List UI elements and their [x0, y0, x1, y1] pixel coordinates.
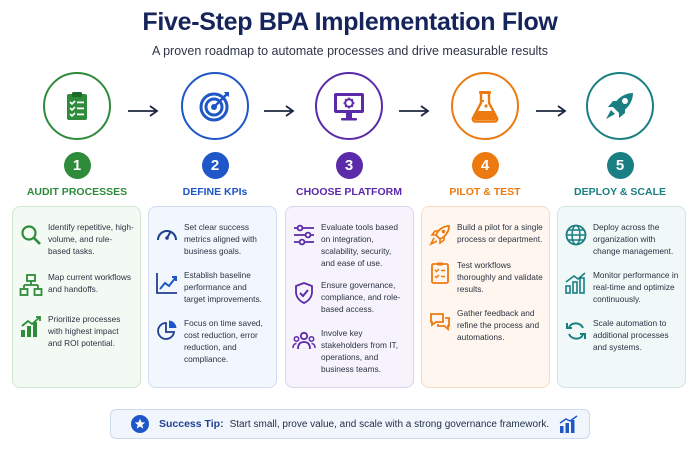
step-2-card: Set clear success metrics aligned with b…: [148, 206, 277, 388]
shield-check-icon: [295, 282, 313, 304]
globe-icon: [565, 224, 587, 246]
bar-chart-icon: [559, 415, 578, 433]
item-text: Evaluate tools based on integration, sca…: [321, 222, 399, 268]
step-2-number: 2: [201, 152, 229, 179]
step-5-circle: [586, 72, 654, 140]
step-2-header: 2 DEFINE KPIs: [150, 72, 280, 198]
impact-chart-icon: [21, 316, 41, 337]
arrow-right-icon: [264, 105, 295, 117]
list-item: Set clear success metrics aligned with b…: [155, 221, 270, 257]
list-item: Focus on time saved, cost reduction, err…: [155, 317, 270, 365]
step-5-header: 5 DEPLOY & SCALE: [555, 72, 685, 198]
item-text: Involve key stakeholders from IT, operat…: [321, 328, 399, 374]
list-item: Involve key stakeholders from IT, operat…: [292, 327, 407, 375]
page-subtitle: A proven roadmap to automate processes a…: [151, 44, 549, 58]
step-5-card: Deploy across the organization with chan…: [557, 206, 686, 388]
item-text: Establish baseline performance and targe…: [184, 270, 262, 304]
arrow-right-icon: [399, 105, 430, 117]
step-2-circle: [181, 72, 249, 140]
step-1-circle: [43, 72, 111, 140]
list-item: Test workflows thoroughly and validate r…: [428, 259, 543, 295]
list-item: Establish baseline performance and targe…: [155, 269, 270, 305]
arrow-right-icon: [128, 105, 159, 117]
step-4-header: 4 PILOT & TEST: [420, 72, 550, 198]
speedometer-icon: [157, 230, 177, 241]
rocket-small-icon: [429, 225, 450, 246]
flask-icon: [471, 91, 499, 123]
step-3-circle: [315, 72, 383, 140]
list-item: Deploy across the organization with chan…: [564, 221, 679, 257]
step-5-title: DEPLOY & SCALE: [574, 186, 666, 198]
item-text: Ensure governance, compliance, and role-…: [321, 280, 401, 314]
list-item: Scale automation to additional processes…: [564, 317, 679, 353]
stakeholders-icon: [292, 331, 316, 350]
item-text: Scale automation to additional processes…: [593, 318, 669, 352]
magnifier-icon: [21, 225, 41, 245]
item-text: Focus on time saved, cost reduction, err…: [184, 318, 263, 364]
step-1-header: 1 AUDIT PROCESSES: [12, 72, 142, 198]
monitor-gear-icon: [334, 93, 364, 121]
step-1-card: Identify repetitive, high-volume, and ru…: [12, 206, 141, 388]
step-4-title: PILOT & TEST: [449, 186, 521, 198]
list-item: Gather feedback and refine the process a…: [428, 307, 543, 343]
step-3-title: CHOOSE PLATFORM: [296, 186, 402, 198]
step-1-title: AUDIT PROCESSES: [26, 186, 128, 198]
growth-bars-icon: [565, 272, 586, 294]
clipboard-checklist-icon: [67, 92, 87, 120]
list-item: Build a pilot for a single process or de…: [428, 221, 543, 247]
sliders-icon: [294, 224, 314, 246]
item-text: Set clear success metrics aligned with b…: [184, 222, 257, 256]
star-badge-icon: [131, 415, 149, 433]
rocket-icon: [606, 93, 633, 119]
list-item: Ensure governance, compliance, and role-…: [292, 279, 407, 315]
trend-line-icon: [156, 273, 177, 294]
target-icon: [199, 92, 229, 122]
success-tip-banner: Success Tip: Start small, prove value, a…: [110, 409, 590, 439]
checklist-icon: [431, 262, 449, 284]
list-item: Identify repetitive, high-volume, and ru…: [19, 221, 134, 257]
step-4-card: Build a pilot for a single process or de…: [421, 206, 550, 388]
item-text: Identify repetitive, high-volume, and ru…: [48, 222, 134, 256]
step-3-card: Evaluate tools based on integration, sca…: [285, 206, 414, 388]
step-3-header: 3 CHOOSE PLATFORM: [284, 72, 414, 198]
list-item: Evaluate tools based on integration, sca…: [292, 221, 407, 269]
item-text: Prioritize processes with highest impact…: [48, 314, 121, 348]
item-text: Gather feedback and refine the process a…: [457, 308, 540, 342]
page-title: Five-Step BPA Implementation Flow: [142, 8, 558, 36]
item-text: Build a pilot for a single process or de…: [457, 222, 543, 244]
item-text: Deploy across the organization with chan…: [593, 222, 674, 256]
item-text: Monitor performance in real-time and opt…: [593, 270, 679, 304]
chat-bubble-icon: [430, 313, 450, 331]
list-item: Map current workflows and handoffs.: [19, 271, 134, 297]
step-1-number: 1: [63, 152, 91, 179]
step-3-number: 3: [335, 152, 363, 179]
list-item: Monitor performance in real-time and opt…: [564, 269, 679, 305]
step-4-number: 4: [471, 152, 499, 179]
tip-text: Start small, prove value, and scale with…: [229, 418, 550, 430]
workflow-diagram-icon: [19, 274, 43, 296]
step-4-circle: [451, 72, 519, 140]
list-item: Prioritize processes with highest impact…: [19, 313, 134, 349]
step-2-title: DEFINE KPIs: [182, 186, 248, 198]
pie-chart-icon: [157, 320, 177, 340]
tip-label: Success Tip:: [159, 418, 224, 430]
arrow-right-icon: [536, 105, 567, 117]
item-text: Test workflows thoroughly and validate r…: [457, 260, 543, 294]
refresh-icon: [566, 322, 586, 340]
step-5-number: 5: [606, 152, 634, 179]
item-text: Map current workflows and handoffs.: [48, 272, 131, 294]
